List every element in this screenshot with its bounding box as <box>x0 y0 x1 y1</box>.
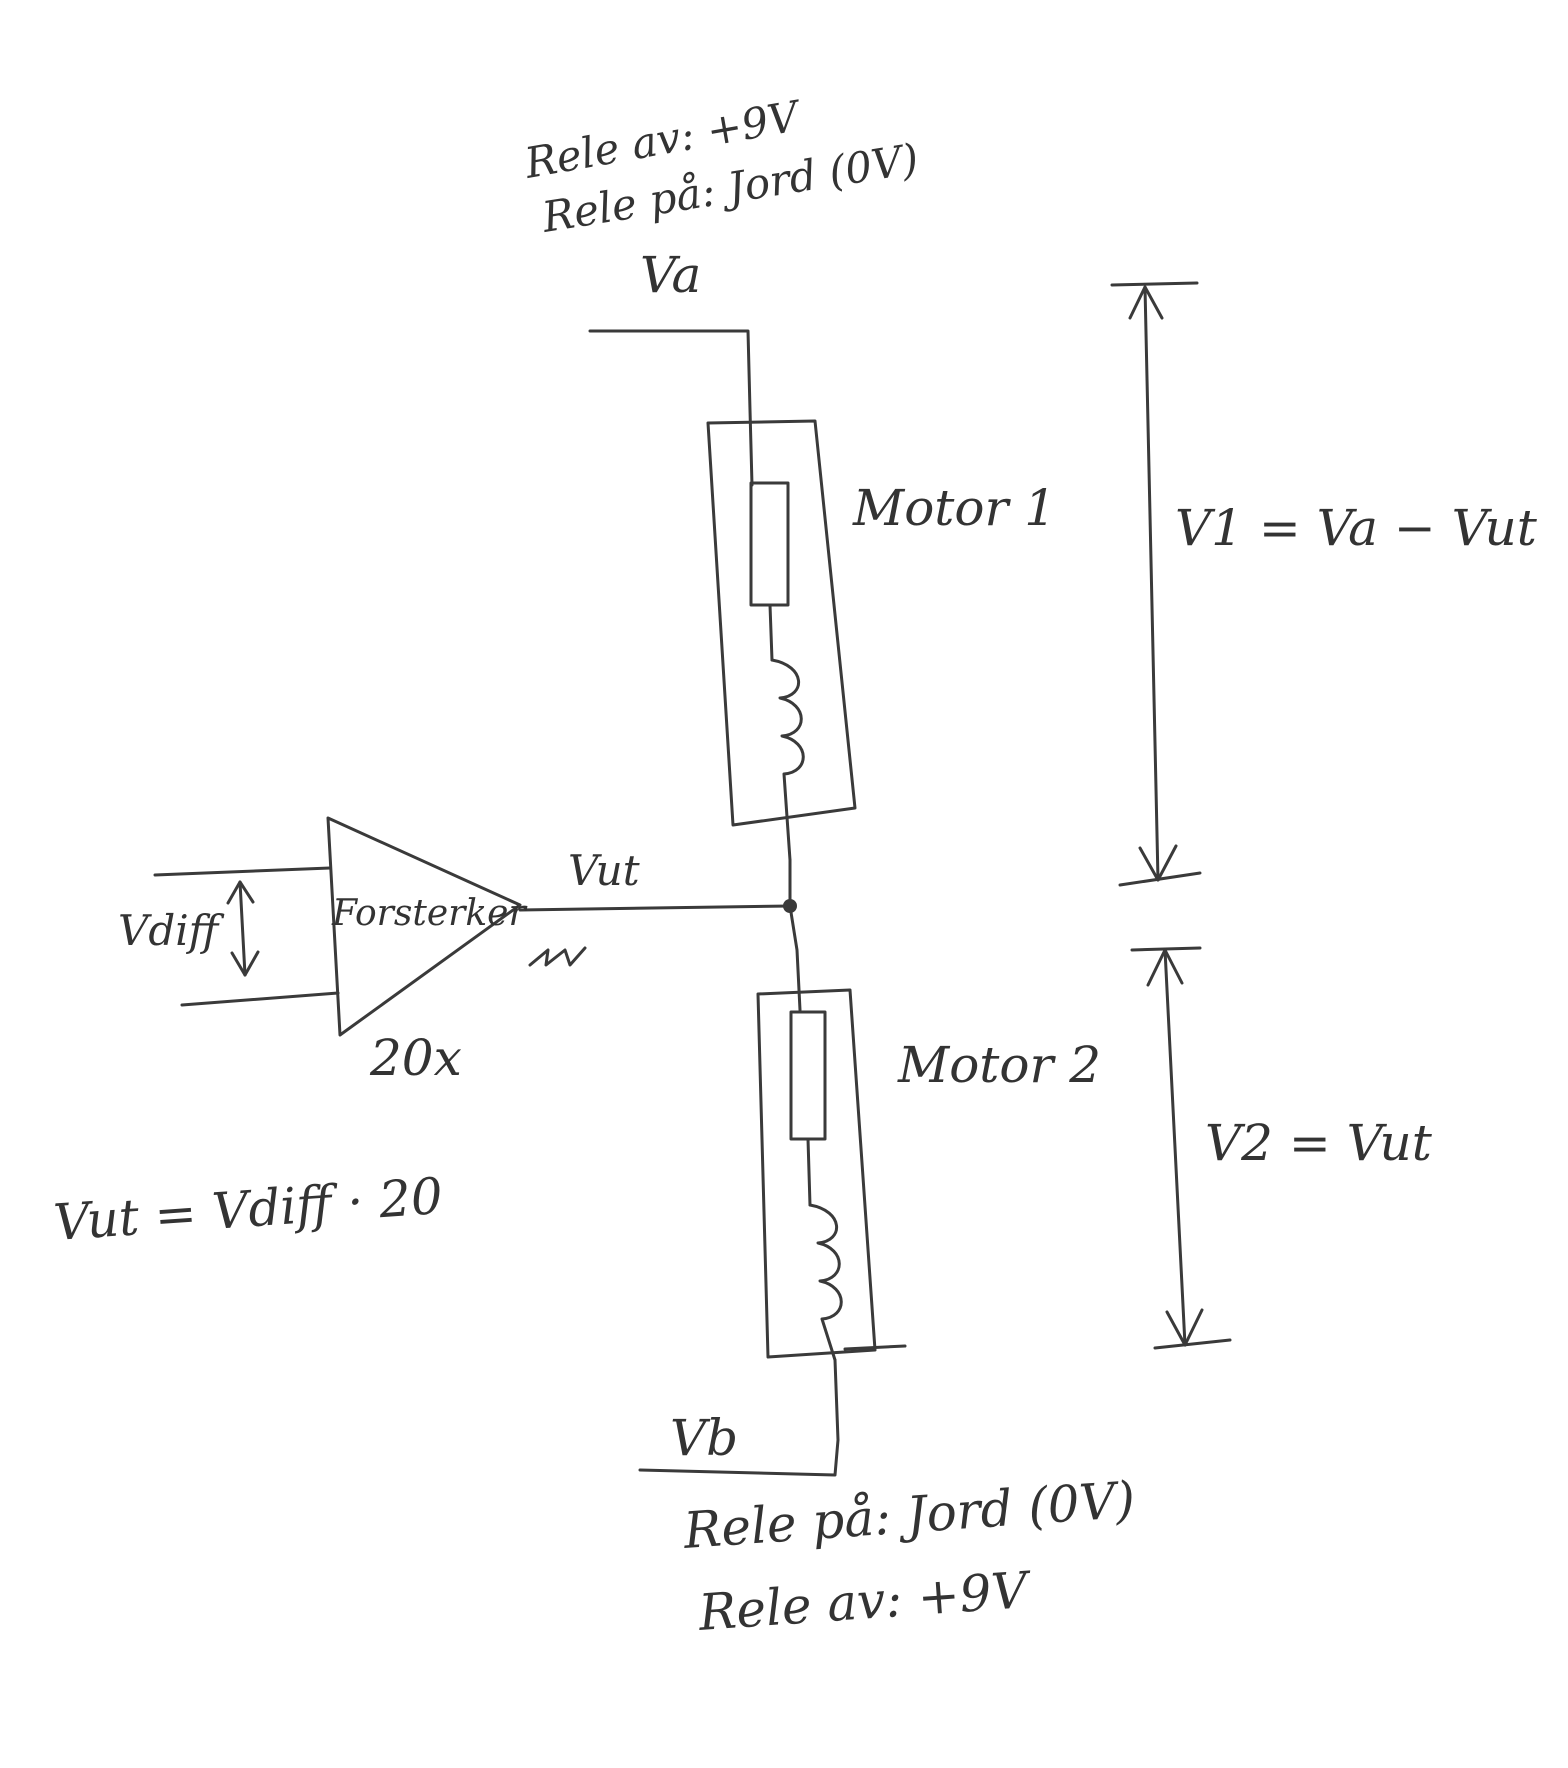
amp-input-minus-wire <box>180 991 340 1007</box>
motor1-inductor-wire <box>768 603 774 662</box>
amp-output-wire <box>518 904 792 912</box>
bottom-rele-pa-label: Rele på: Jord (0V) <box>681 1471 1137 1560</box>
amplifier-triangle <box>326 816 522 1037</box>
va-lead-wire <box>588 329 754 487</box>
motor1-inductor-coil <box>770 658 805 862</box>
vut-node-label: Vut <box>568 846 640 895</box>
v2-arrow-head-top <box>1146 948 1184 987</box>
amp-input-plus-wire <box>153 866 332 877</box>
v1-dimension-tick-top <box>1110 281 1199 287</box>
v1-dimension-line <box>1143 285 1160 882</box>
vdiff-arrow-shaft <box>238 880 247 977</box>
vdiff-arrow-head-top <box>226 880 255 905</box>
v1-arrow-head-top <box>1128 285 1164 320</box>
v1-dimension-tick-bottom <box>1118 871 1202 887</box>
motor2-housing <box>756 988 877 1359</box>
vdiff-arrow-head-bottom <box>230 950 260 977</box>
v2-dimension-tick-bottom <box>1153 1338 1232 1350</box>
v2-equation: V2 = Vut <box>1205 1114 1433 1172</box>
va-label: Va <box>640 246 701 304</box>
motor2-label: Motor 2 <box>897 1036 1101 1094</box>
motor1-label: Motor 1 <box>852 479 1056 537</box>
motor2-housing-tail <box>843 1344 907 1351</box>
bottom-rele-av-label: Rele av: +9V <box>696 1561 1034 1642</box>
gain-equation: Vut = Vdiff · 20 <box>52 1167 445 1252</box>
motor2-resistor <box>789 1010 827 1141</box>
vb-label: Vb <box>670 1409 738 1467</box>
gain-label: 20x <box>369 1029 462 1087</box>
node-vertical-wire <box>788 858 802 1012</box>
v1-equation: V1 = Va − Vut <box>1175 499 1538 557</box>
output-tick-marks <box>528 946 587 967</box>
vdiff-label: Vdiff <box>118 906 225 955</box>
vb-lead-wire <box>638 1358 840 1477</box>
motor2-inductor-wire <box>806 1137 812 1207</box>
motor1-housing <box>706 419 857 827</box>
motor1-resistor <box>749 481 790 607</box>
v2-dimension-line <box>1163 948 1187 1347</box>
amplifier-label: Forsterker <box>331 893 527 934</box>
motor2-inductor-coil <box>808 1203 843 1362</box>
